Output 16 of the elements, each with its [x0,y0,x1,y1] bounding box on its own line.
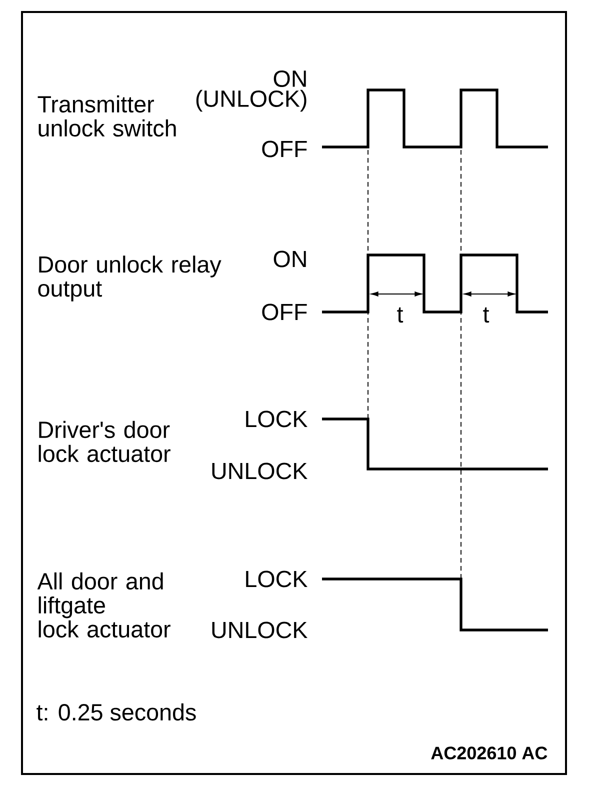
signal-name: All door and liftgate lock actuator [37,572,170,638]
duration-label: t [397,307,404,323]
duration-label: t [483,307,490,323]
state-label: LOCK [246,570,308,588]
signal-name: Transmitter unlock switch [38,95,176,137]
state-label: LOCK [246,410,308,428]
state-label: OFF [262,304,307,320]
figure-number: AC202610 AC [431,746,548,760]
state-label: ON (UNLOCK) [196,70,306,112]
signal-name: Door unlock relay output [38,256,222,302]
state-label: ON [274,250,306,268]
signal-name: Driver's door lock actuator [38,420,170,462]
state-label: UNLOCK [212,622,308,638]
state-label: OFF [262,140,307,158]
footnote: t: 0.25 seconds [36,703,196,721]
state-label: UNLOCK [212,462,308,480]
